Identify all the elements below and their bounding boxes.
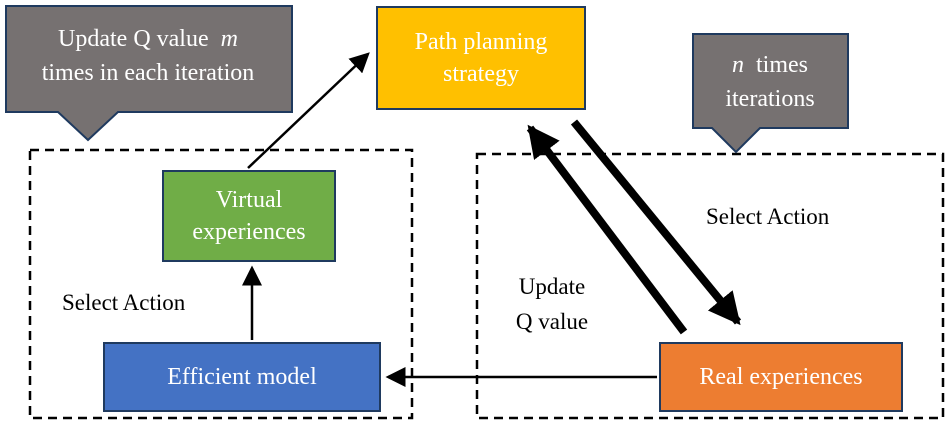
right-callout-var-n: n [732, 52, 744, 78]
virtual-experiences-line2: experiences [192, 219, 306, 245]
left-callout-line1-text: Update Q value [58, 26, 209, 52]
select-action-left-label: Select Action [62, 290, 186, 315]
right-callout-bubble [692, 33, 849, 154]
efficient-model-node: Efficient model [103, 342, 381, 412]
path-planning-line2: strategy [443, 61, 519, 87]
right-callout-text: n times iterations [695, 48, 845, 116]
left-callout-line2: times in each iteration [41, 60, 255, 87]
update-q-value-label: Update Q value [500, 270, 604, 339]
path-planning-line1: Path planning [414, 28, 548, 55]
update-q-line2: Q value [515, 308, 589, 334]
update-q-line1: Update [518, 274, 586, 299]
right-callout-line1-text: times [756, 52, 808, 78]
left-group-box [28, 148, 414, 420]
select-action-right-label: Select Action [706, 204, 830, 229]
arrow-path-to-real-select [570, 119, 742, 326]
arrow-real-to-path-update [526, 124, 688, 335]
real-experiences-label: Real experiences [699, 363, 863, 390]
right-group-box [475, 152, 945, 420]
efficient-model-label: Efficient model [167, 363, 317, 390]
right-callout-line2: iterations [725, 86, 815, 113]
virtual-experiences-line1: Virtual [215, 186, 283, 213]
left-callout-var-m: m [220, 26, 238, 52]
left-callout-text: Update Q value m times in each iteration [8, 22, 288, 90]
path-planning-strategy-node: Path planning strategy [376, 6, 586, 110]
arrow-virtual-to-path [247, 52, 370, 169]
left-callout-bubble [5, 5, 293, 142]
virtual-experiences-node: Virtual experiences [162, 170, 336, 262]
real-experiences-node: Real experiences [659, 342, 903, 412]
